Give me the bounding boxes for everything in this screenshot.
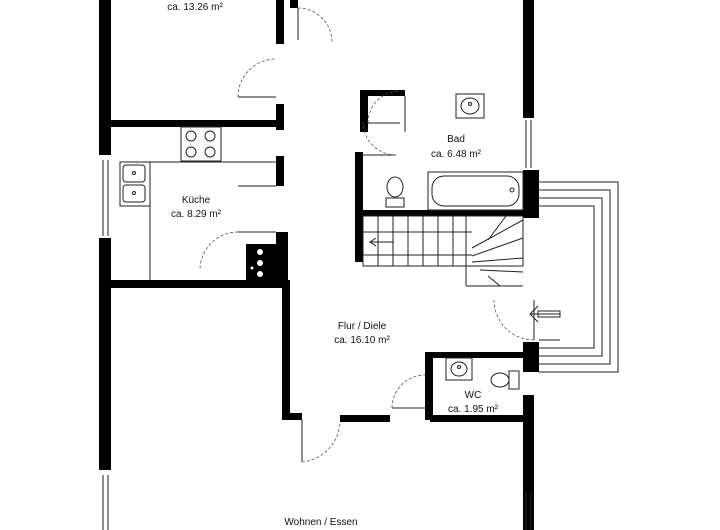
kueche-area: ca. 8.29 m²	[171, 209, 222, 220]
bathtub-icon	[427, 171, 524, 211]
flur-area: ca. 16.10 m²	[334, 335, 390, 346]
wohnen-name: Wohnen / Essen	[284, 517, 357, 528]
room-labels: ca. 13.26 m² Küche ca. 8.29 m² Bad ca. 6…	[167, 2, 498, 528]
doors	[199, 7, 535, 463]
bad-name: Bad	[447, 134, 465, 145]
top-room-area: ca. 13.26 m²	[167, 2, 223, 13]
wc-toilet-icon	[490, 370, 520, 390]
entrance-steps	[539, 181, 619, 373]
wc-washbasin-icon	[445, 357, 473, 381]
staircase-icon	[362, 215, 524, 287]
sink-icon	[119, 161, 151, 207]
kueche-name: Küche	[182, 195, 211, 206]
wc-name: WC	[465, 390, 482, 401]
cooktop-icon	[180, 126, 222, 162]
kitchen-counter	[149, 161, 276, 280]
washbasin-icon	[455, 93, 485, 119]
bad-area: ca. 6.48 m²	[431, 149, 482, 160]
windows	[102, 120, 532, 530]
stove-icon	[246, 244, 276, 282]
walls	[99, 0, 539, 530]
toilet-icon	[385, 176, 405, 208]
flur-name: Flur / Diele	[338, 321, 387, 332]
entrance-arrow-icon	[529, 305, 561, 323]
wc-area: ca. 1.95 m²	[448, 404, 499, 415]
